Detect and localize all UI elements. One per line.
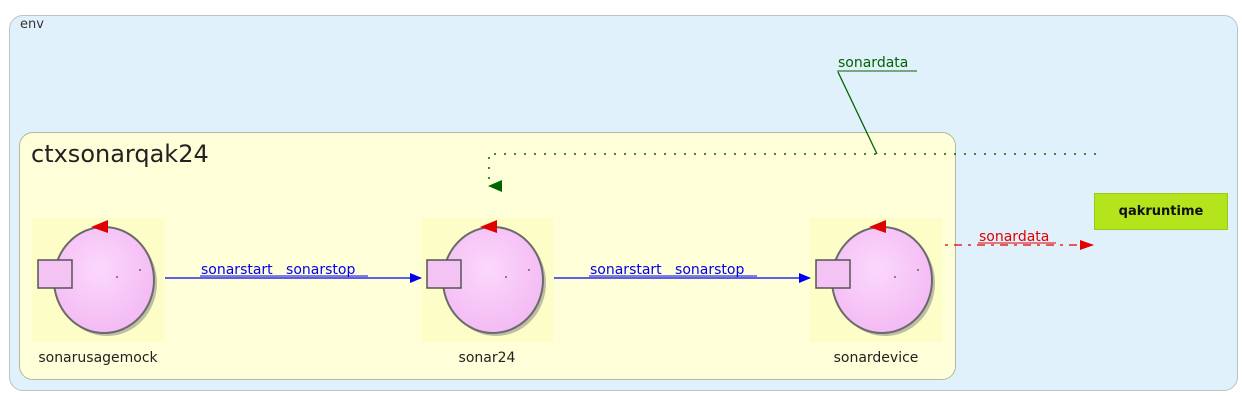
actor-port-icon (815, 259, 851, 289)
actor-sonar24[interactable] (426, 220, 546, 336)
edge-sonar24-sonardevice[interactable]: sonarstart sonarstop (554, 262, 811, 283)
edge-sonarusagemock-sonar24[interactable]: sonarstart sonarstop (165, 262, 422, 283)
env-label: env (20, 17, 44, 32)
edge-label: sonardata (979, 229, 1049, 245)
actor-label-sonarusagemock: sonarusagemock (38, 350, 158, 366)
actor-port-icon (37, 259, 73, 289)
actor-sonarusagemock[interactable] (37, 220, 157, 336)
edge-label: sonardata (838, 55, 908, 71)
edge-label: sonarstart sonarstop (590, 262, 744, 278)
state-triangle-icon (869, 220, 886, 233)
context-label: ctxsonarqak24 (31, 140, 209, 168)
edge-sonardevice-qakruntime[interactable]: sonardata (945, 229, 1094, 250)
edge-env-sonar24[interactable]: sonardata (488, 55, 1096, 192)
actor-label-sonar24: sonar24 (458, 350, 516, 366)
actor-port-icon (426, 259, 462, 289)
state-triangle-icon (480, 220, 497, 233)
actor-label-sonardevice: sonardevice (833, 350, 919, 366)
state-triangle-icon (91, 220, 108, 233)
edge-label: sonarstart sonarstop (201, 262, 355, 278)
qakruntime-box[interactable]: qakruntime (1094, 193, 1228, 230)
actor-sonardevice[interactable] (815, 220, 935, 336)
